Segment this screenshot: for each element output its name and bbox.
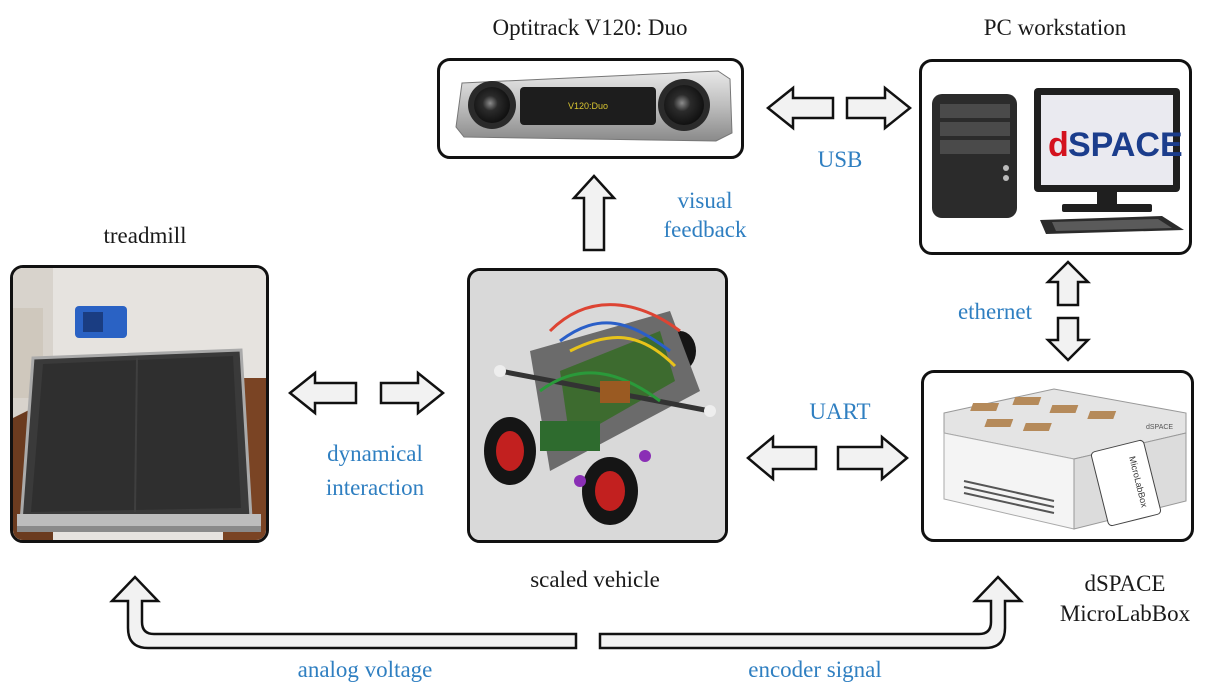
microlabbox-label-line1: dSPACE [1084,571,1166,596]
pc-workstation-label: PC workstation [983,15,1127,40]
usb-left-arrow [765,85,835,131]
scaled-vehicle-label: scaled vehicle [530,567,660,592]
microlabbox-box: MicroLabBox dSPACE [921,370,1194,542]
visual-feedback-up-arrow [571,174,617,252]
optitrack-camera-image: V120:Duo [455,70,733,142]
usb-label: USB [817,147,863,172]
encoder-signal-label: encoder signal [748,657,882,682]
optitrack-label: Optitrack V120: Duo [492,15,688,40]
dynamical-interaction-label-line1: dynamical [327,441,423,466]
camera-display-text: V120:Duo [568,101,608,111]
optitrack-camera-box: V120:Duo [437,58,744,159]
uart-left-arrow [746,434,818,482]
visual-feedback-label-line1: visual [677,188,733,213]
usb-right-arrow [845,85,913,131]
visual-feedback-label-line2: feedback [663,217,747,242]
ethernet-label: ethernet [957,299,1033,324]
uart-right-arrow [836,434,909,482]
dynamical-right-arrow [379,370,446,416]
treadmill-box [10,265,269,543]
scaled-vehicle-image [470,271,725,540]
dynamical-left-arrow [287,370,358,416]
dspace-logo-d: d [1048,126,1069,164]
microlabbox-label-line2: MicroLabBox [1059,601,1191,626]
pc-workstation-image: d SPACE [932,88,1184,234]
scaled-vehicle-box [467,268,728,543]
treadmill-label: treadmill [103,223,187,248]
microlabbox-image: MicroLabBox dSPACE [943,388,1187,530]
uart-label: UART [809,399,871,424]
microlabbox-brand-text: dSPACE [1146,424,1173,431]
pc-workstation-box: d SPACE [919,59,1192,255]
dynamical-interaction-label-line2: interaction [325,475,425,500]
treadmill-image [13,268,266,540]
analog-voltage-label: analog voltage [297,657,433,682]
dspace-logo-rest: SPACE [1068,126,1183,164]
